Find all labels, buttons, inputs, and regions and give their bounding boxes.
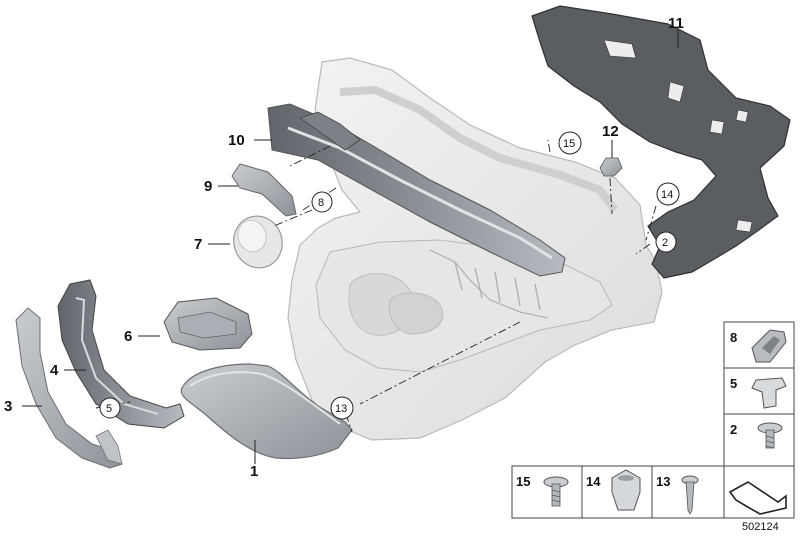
callout-numbers: 1 3 4 6 7 9 10 11 12 (4, 15, 684, 480)
callout-9: 9 (204, 178, 212, 195)
fixing-kit-arrow-icon (728, 481, 787, 515)
legend-label-5: 5 (730, 376, 737, 391)
clip-5-icon (751, 377, 787, 409)
legend-label-2: 2 (730, 422, 737, 437)
part-3-grab-handle (15, 307, 123, 469)
callout-1: 1 (250, 463, 258, 480)
part-6-switch-unit (163, 297, 253, 351)
diagram-reference-number: 502124 (742, 521, 779, 533)
callout-7: 7 (194, 236, 202, 253)
legend-label-15: 15 (516, 474, 530, 489)
part-1-armrest (180, 363, 353, 460)
legend-label-14: 14 (586, 474, 601, 489)
svg-text:14: 14 (661, 189, 673, 201)
part-7-speaker-cover (233, 215, 283, 269)
circled-refs: 2 5 8 13 14 15 (99, 131, 680, 420)
ring-15: 15 (558, 131, 582, 155)
part-9-bracket (231, 163, 297, 217)
ring-14: 14 (656, 182, 680, 206)
svg-text:8: 8 (318, 197, 324, 209)
clip-8-icon (751, 329, 787, 363)
leader-lines (22, 30, 679, 464)
screw-13-icon (681, 475, 699, 515)
screw-2-icon (757, 422, 783, 449)
svg-text:15: 15 (563, 138, 575, 150)
callout-4: 4 (50, 362, 59, 379)
ring-2: 2 (655, 231, 677, 253)
ring-13: 13 (330, 396, 354, 420)
part-4-handle-carrier (57, 279, 185, 429)
svg-text:2: 2 (662, 237, 668, 249)
svg-text:13: 13 (335, 403, 347, 415)
legend-labels: 8 5 2 15 14 13 (516, 330, 737, 489)
ring-8: 8 (311, 191, 333, 213)
door-trim-panel (287, 57, 663, 441)
callout-12: 12 (602, 123, 619, 140)
callout-11: 11 (668, 15, 684, 32)
part-12-clip (599, 157, 623, 177)
fastener-legend (511, 321, 795, 519)
ring-5: 5 (99, 397, 121, 419)
screw-15-icon (543, 476, 569, 507)
svg-text:5: 5 (106, 403, 112, 415)
legend-label-8: 8 (730, 330, 737, 345)
callout-6: 6 (124, 328, 132, 345)
callout-10: 10 (228, 132, 245, 149)
legend-label-13: 13 (656, 474, 670, 489)
part-10-upper-trim (267, 103, 566, 277)
callout-3: 3 (4, 398, 12, 415)
nut-14-icon (611, 469, 641, 511)
part-11-sound-insulation (531, 5, 791, 279)
